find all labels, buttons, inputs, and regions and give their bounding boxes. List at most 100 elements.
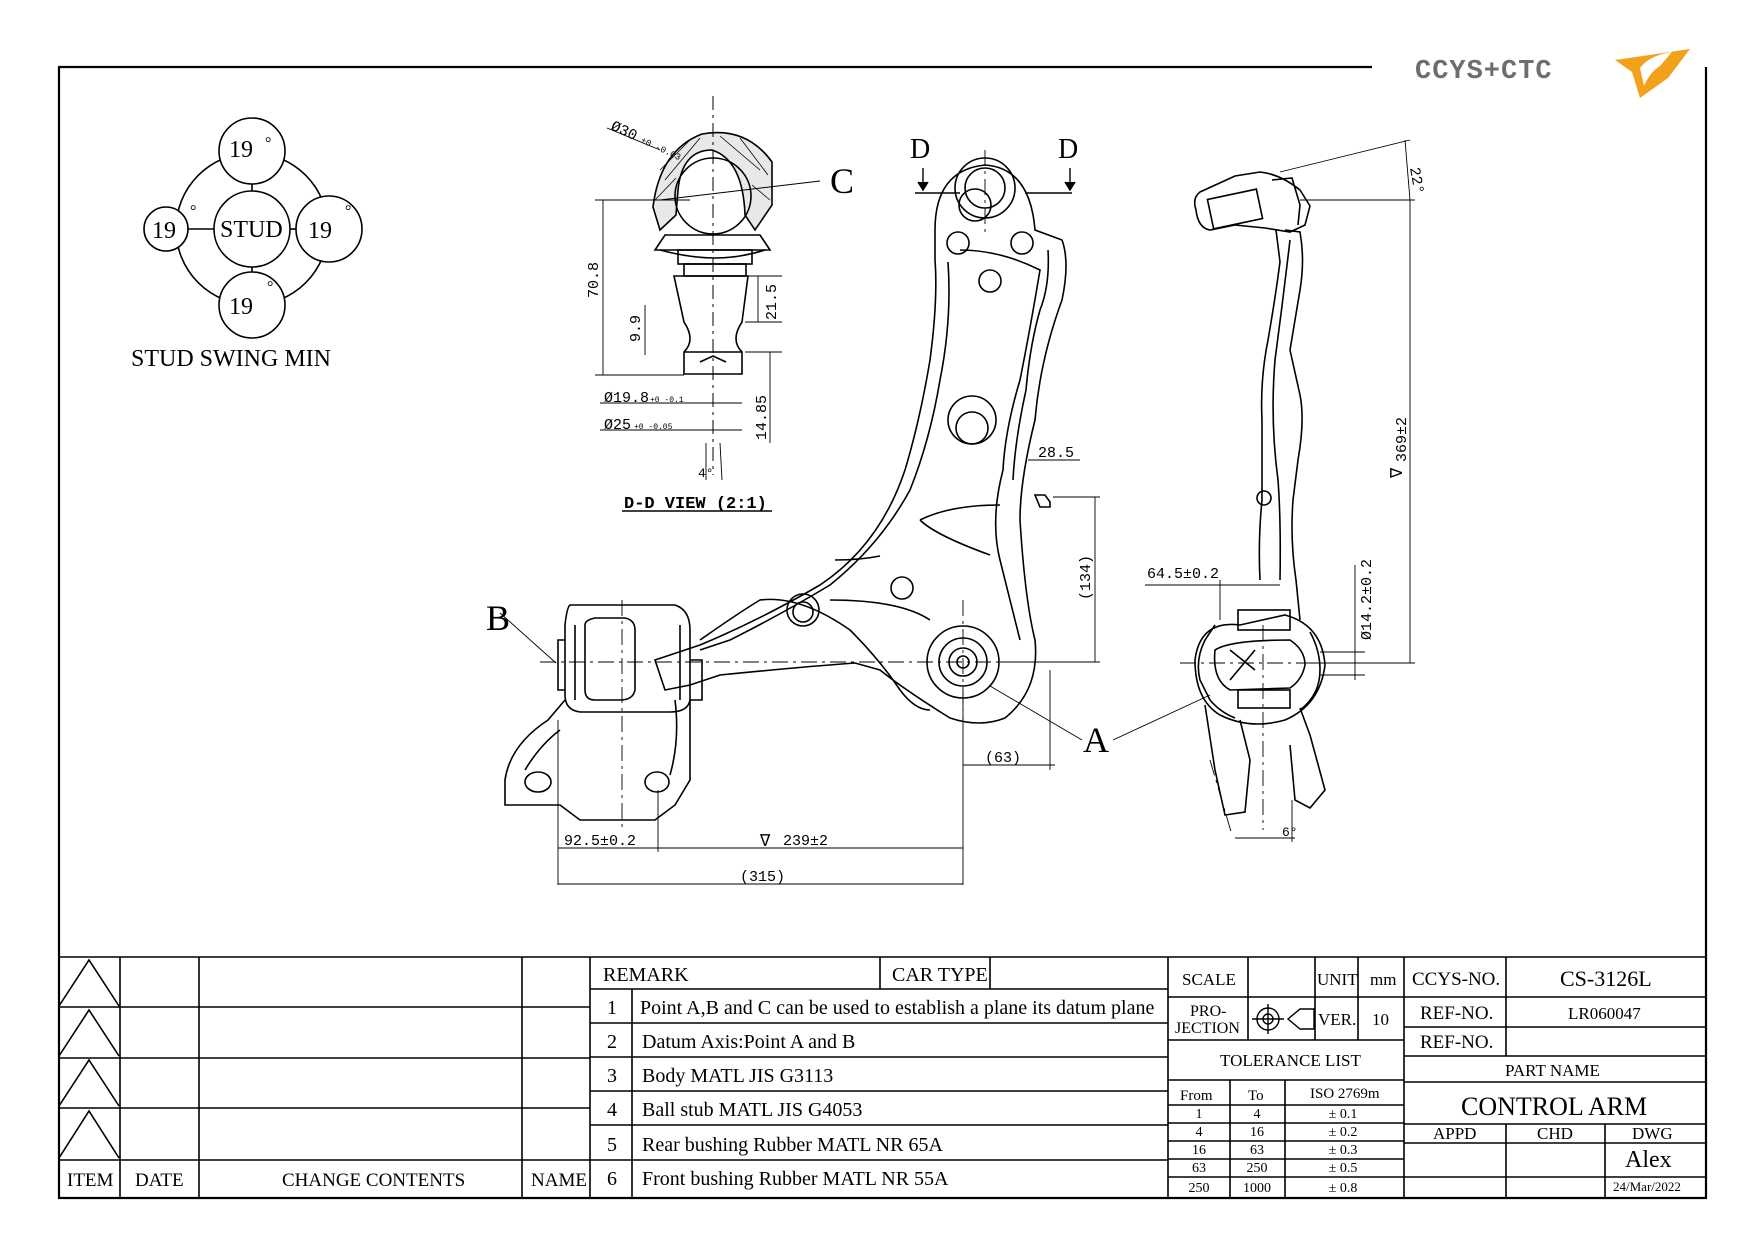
dd-dim-angle4: 4° bbox=[698, 466, 714, 481]
svg-text:5: 5 bbox=[607, 1134, 617, 1156]
datum-label-c: C bbox=[830, 161, 854, 201]
svg-text:± 0.1: ± 0.1 bbox=[1329, 1107, 1358, 1122]
car-type-header: CAR TYPE bbox=[892, 964, 988, 986]
ref-no-label-2: REF-NO. bbox=[1420, 1032, 1493, 1053]
svg-text:+0 -0.03: +0 -0.03 bbox=[639, 136, 682, 163]
svg-text:16: 16 bbox=[1250, 1125, 1264, 1140]
svg-text:+0 -0.1: +0 -0.1 bbox=[650, 396, 684, 405]
dd-dim-215: 21.5 bbox=[764, 284, 781, 320]
svg-text:From: From bbox=[1180, 1088, 1213, 1104]
dim-d142: Ø14.2±0.2 bbox=[1359, 559, 1376, 640]
control-arm-plan-view bbox=[499, 150, 1211, 885]
remark-2: Datum Axis:Point A and B bbox=[642, 1031, 855, 1053]
remarks-table: REMARK CAR TYPE 1 Point A,B and C can be… bbox=[603, 964, 1154, 1190]
svg-text:1: 1 bbox=[607, 997, 617, 1019]
datum-triangle-side-icon: ∇ bbox=[1389, 467, 1408, 479]
stud-swing-top: 19 bbox=[229, 137, 253, 163]
svg-text:+0 -0.05: +0 -0.05 bbox=[634, 423, 673, 432]
ref-no-value: LR060047 bbox=[1568, 1004, 1641, 1023]
sheet-border bbox=[57, 65, 1708, 1200]
rev-header-date: DATE bbox=[135, 1170, 184, 1191]
dd-dim-99: 9.9 bbox=[628, 315, 645, 342]
side-view-labels: 22° ∇ 369±2 64.5±0.2 Ø14.2±0.2 6° bbox=[1147, 166, 1427, 840]
svg-text:JECTION: JECTION bbox=[1175, 1020, 1240, 1037]
section-mark-d-left: D bbox=[910, 134, 930, 165]
svg-text:± 0.5: ± 0.5 bbox=[1329, 1161, 1358, 1176]
dd-view-labels: Ø30 +0 -0.03 70.8 9.9 21.5 14.85 Ø19.8 +… bbox=[586, 118, 854, 514]
scale-projection-block: SCALE UNIT mm PRO- JECTION VER. 10 TOLER… bbox=[1175, 970, 1396, 1104]
dim-369: 369±2 bbox=[1394, 417, 1411, 462]
rev-header-change: CHANGE CONTENTS bbox=[282, 1170, 465, 1191]
rev-header-name: NAME bbox=[531, 1170, 587, 1191]
logo-text: CCYS+CTC bbox=[1415, 57, 1553, 87]
stud-center-label: STUD bbox=[220, 217, 283, 243]
svg-text:PRO-: PRO- bbox=[1190, 1003, 1226, 1020]
projection-symbol-icon bbox=[1252, 1004, 1315, 1034]
remark-3: Body MATL JIS G3113 bbox=[642, 1065, 833, 1087]
svg-text:3: 3 bbox=[607, 1065, 617, 1087]
unit-label: UNIT bbox=[1317, 970, 1358, 989]
svg-text:2: 2 bbox=[607, 1031, 617, 1053]
svg-text:°: ° bbox=[265, 135, 271, 152]
dd-dim-1485: 14.85 bbox=[754, 395, 771, 440]
stud-swing-caption: STUD SWING MIN bbox=[131, 346, 331, 372]
datum-label-b: B bbox=[486, 598, 510, 638]
control-arm-side-view bbox=[1145, 139, 1415, 842]
datum-label-a: A bbox=[1083, 720, 1109, 760]
tolerance-title: TOLERANCE LIST bbox=[1220, 1051, 1361, 1070]
appd-label: APPD bbox=[1433, 1124, 1476, 1143]
svg-text:1: 1 bbox=[1196, 1107, 1203, 1122]
dim-239: 239±2 bbox=[783, 833, 828, 850]
company-logo: CCYS+CTC bbox=[1415, 49, 1690, 98]
ccys-no-value: CS-3126L bbox=[1560, 966, 1652, 991]
dim-315: (315) bbox=[740, 869, 785, 886]
main-view-labels: D D A B 28.5 (134) (63) 92.5±0.2 ∇ 239±2… bbox=[486, 134, 1109, 886]
svg-text:± 0.2: ± 0.2 bbox=[1329, 1125, 1358, 1140]
rev-header-item: ITEM bbox=[67, 1170, 114, 1191]
svg-text:16: 16 bbox=[1192, 1143, 1206, 1158]
title-block-lines bbox=[58, 956, 1706, 1198]
ver-value: 10 bbox=[1372, 1010, 1389, 1029]
dim-134: (134) bbox=[1078, 555, 1095, 600]
revision-table: ITEM DATE CHANGE CONTENTS NAME bbox=[67, 1170, 587, 1191]
stud-swing-bottom: 19 bbox=[229, 294, 253, 320]
remark-5: Rear bushing Rubber MATL NR 65A bbox=[642, 1134, 943, 1156]
datum-triangle-icon: ∇ bbox=[759, 833, 771, 852]
title-block: CCYS-NO. CS-3126L REF-NO. LR060047 REF-N… bbox=[1412, 966, 1681, 1194]
svg-text:6: 6 bbox=[607, 1168, 617, 1190]
chd-label: CHD bbox=[1537, 1124, 1573, 1143]
ccys-no-label: CCYS-NO. bbox=[1412, 969, 1500, 990]
stud-swing-right: 19 bbox=[308, 218, 332, 244]
unit-value: mm bbox=[1370, 970, 1396, 989]
dim-63: (63) bbox=[985, 750, 1021, 767]
stud-swing-diagram bbox=[143, 117, 363, 339]
dd-view-drawing bbox=[595, 96, 821, 512]
dim-angle6: 6° bbox=[1282, 825, 1298, 840]
svg-text:4: 4 bbox=[607, 1099, 617, 1121]
dim-925: 92.5±0.2 bbox=[564, 833, 636, 850]
part-name-value: CONTROL ARM bbox=[1461, 1092, 1647, 1121]
dd-view-title: D-D VIEW (2:1) bbox=[624, 495, 767, 514]
dwg-label: DWG bbox=[1632, 1124, 1673, 1143]
remark-6: Front bushing Rubber MATL NR 55A bbox=[642, 1168, 949, 1190]
svg-text:63: 63 bbox=[1250, 1143, 1264, 1158]
drawn-by: Alex bbox=[1625, 1147, 1672, 1173]
ref-no-label: REF-NO. bbox=[1420, 1003, 1493, 1024]
stud-swing-labels: 19 19 19 19 STUD ° ° ° ° STUD SWING MIN bbox=[131, 135, 351, 372]
svg-text:To: To bbox=[1248, 1088, 1264, 1104]
svg-text:°: ° bbox=[345, 203, 351, 220]
svg-text:250: 250 bbox=[1247, 1161, 1268, 1176]
svg-text:± 0.3: ± 0.3 bbox=[1329, 1143, 1358, 1158]
remark-header: REMARK bbox=[603, 964, 689, 986]
dd-dim-d30: Ø30 bbox=[608, 118, 640, 145]
dim-285: 28.5 bbox=[1038, 445, 1074, 462]
svg-text:250: 250 bbox=[1189, 1181, 1210, 1196]
remark-1: Point A,B and C can be used to establish… bbox=[640, 997, 1154, 1019]
svg-text:ISO 2769m: ISO 2769m bbox=[1310, 1086, 1380, 1102]
svg-text:°: ° bbox=[267, 279, 273, 296]
remark-4: Ball stub MATL JIS G4053 bbox=[642, 1099, 862, 1121]
drawing-date: 24/Mar/2022 bbox=[1613, 1179, 1681, 1194]
scale-label: SCALE bbox=[1182, 970, 1236, 989]
tolerance-rows: 1 4 ± 0.1 4 16 ± 0.2 16 63 ± 0.3 63 250 … bbox=[1189, 1107, 1358, 1196]
